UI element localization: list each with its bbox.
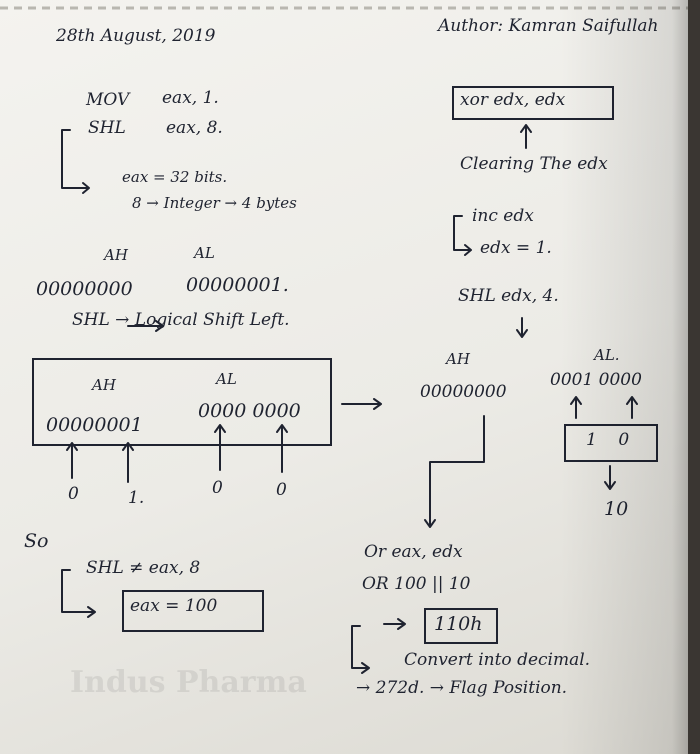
connector-edx-or [430, 416, 484, 526]
bracket-final [352, 626, 368, 668]
bracket-inc [454, 216, 470, 250]
bracket-eax-result [62, 570, 94, 612]
bracket-eax [62, 130, 88, 188]
page-edge [688, 0, 700, 754]
